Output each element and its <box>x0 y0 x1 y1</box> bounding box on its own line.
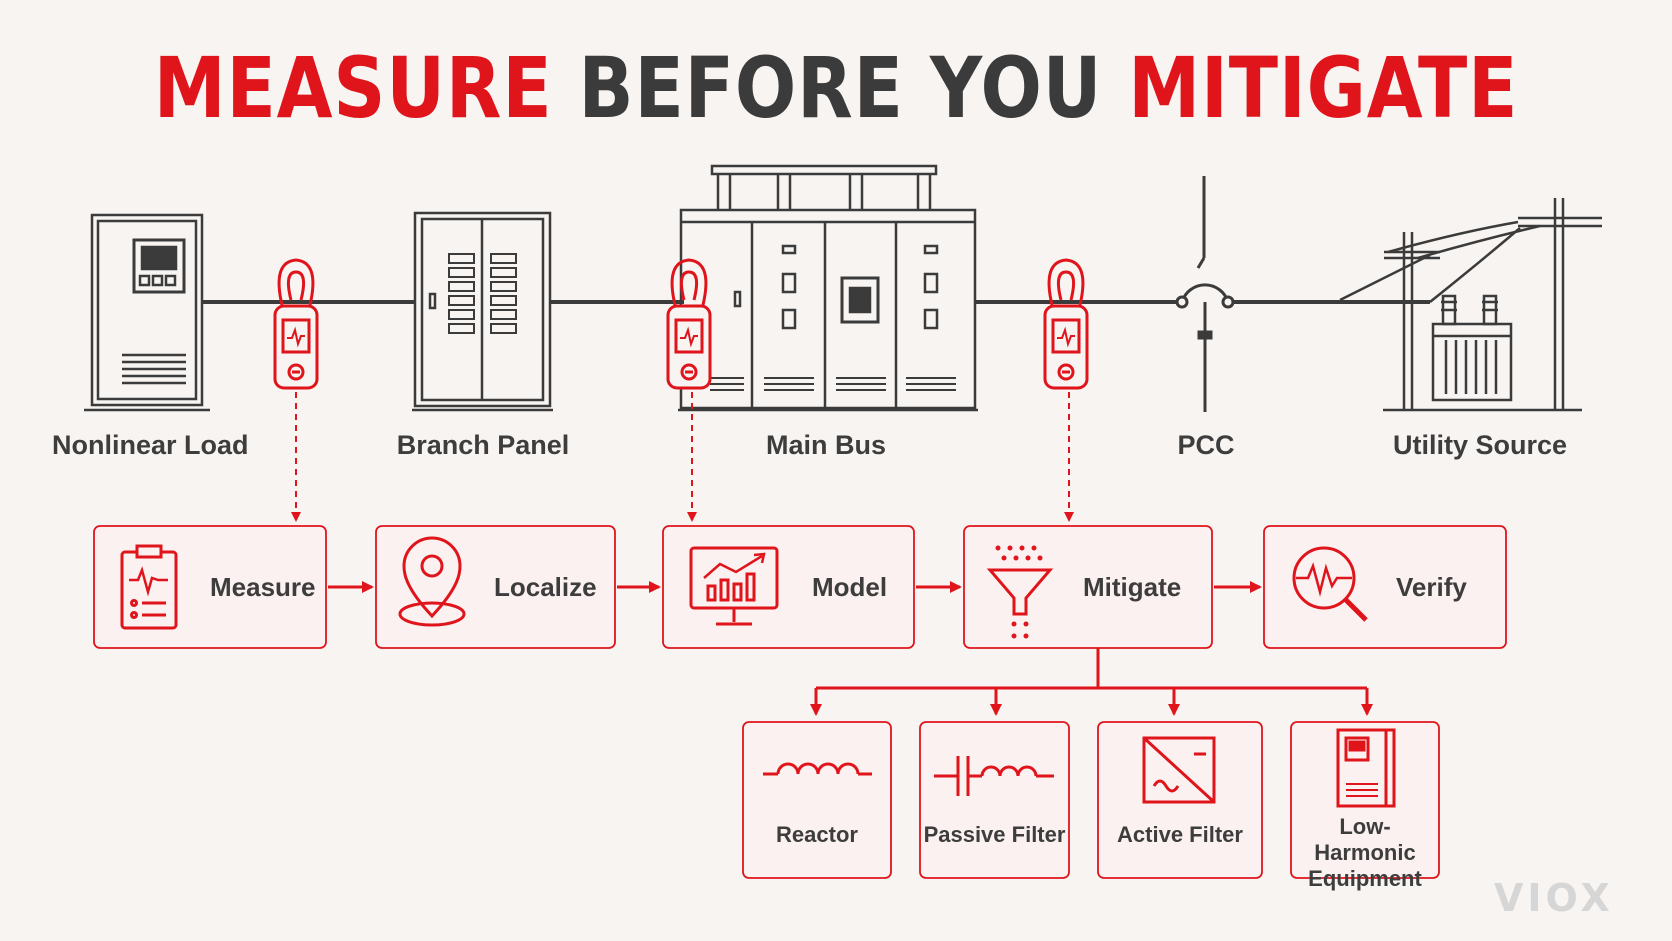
clamp-meter-icon <box>273 258 319 390</box>
option-label-low-harmonic-line2: Equipment <box>1308 866 1422 891</box>
branch-panel-icon <box>412 211 553 412</box>
viox-watermark: VIOX <box>1494 876 1614 920</box>
title-measure: MEASURE <box>153 39 553 137</box>
funnel-icon <box>986 545 1054 639</box>
location-pin-icon <box>398 536 466 627</box>
title-before-you: BEFORE YOU <box>578 39 1103 137</box>
step-label-measure: Measure <box>210 572 316 602</box>
label-utility-source: Utility Source <box>1392 430 1568 460</box>
step-label-localize: Localize <box>494 572 597 602</box>
label-nonlinear-load: Nonlinear Load <box>52 430 249 460</box>
clipboard-icon <box>120 544 178 630</box>
step-label-model: Model <box>812 572 888 602</box>
label-pcc: PCC <box>1177 430 1235 460</box>
option-box-passive-filter <box>919 721 1070 879</box>
page-title: MEASURE BEFORE YOU MITIGATE <box>117 38 1555 138</box>
option-label-active-filter: Active Filter <box>1117 822 1243 847</box>
option-label-low-harmonic-line1: Low-Harmonic <box>1314 814 1416 865</box>
nonlinear-load-icon <box>84 213 210 412</box>
option-label-low-harmonic: Low-Harmonic Equipment <box>1291 814 1439 892</box>
option-box-low-harmonic <box>1290 721 1440 879</box>
inductor-icon <box>763 762 872 776</box>
option-branch-lines <box>810 648 1373 716</box>
label-main-bus: Main Bus <box>765 430 886 460</box>
clamp-meter-icon <box>1043 258 1089 390</box>
step-label-mitigate: Mitigate <box>1083 572 1182 602</box>
label-branch-panel: Branch Panel <box>396 430 570 460</box>
option-box-active-filter <box>1097 721 1263 879</box>
pcc-switch-icon <box>1175 176 1235 412</box>
vfd-equipment-icon <box>1336 728 1396 808</box>
utility-source-icon <box>1339 198 1602 412</box>
lc-filter-icon <box>934 756 1054 796</box>
clamp-meter-icon <box>666 258 712 390</box>
monitor-chart-icon <box>689 546 779 626</box>
step-box-verify <box>1263 525 1507 649</box>
option-label-passive-filter: Passive Filter <box>923 822 1066 847</box>
step-box-model <box>662 525 915 649</box>
option-label-reactor: Reactor <box>776 822 858 847</box>
main-bus-icon <box>678 164 978 412</box>
option-box-reactor <box>742 721 892 879</box>
step-label-verify: Verify <box>1396 572 1467 602</box>
active-filter-icon <box>1142 736 1216 804</box>
magnifier-waveform-icon <box>1292 546 1368 622</box>
title-mitigate: MITIGATE <box>1128 39 1519 137</box>
